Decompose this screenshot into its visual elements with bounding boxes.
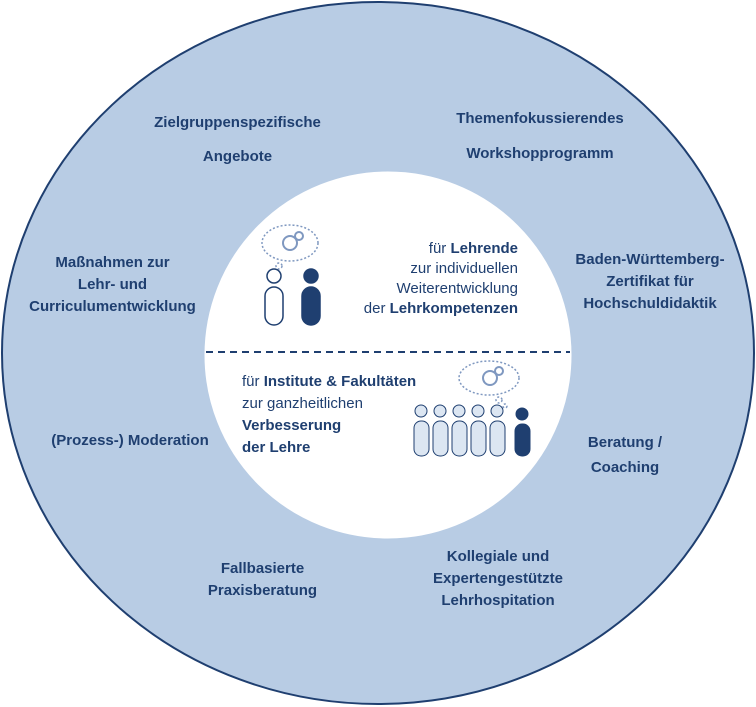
label-line: Zielgruppenspezifische: [154, 114, 321, 131]
offer-case-based-consulting: Fallbasierte Praxisberatung: [180, 558, 345, 602]
offer-target-group: Zielgruppenspezifische Angebote: [140, 112, 335, 168]
label-line: Lehr- und: [77, 276, 148, 293]
offer-certificate: Baden-Württemberg- Zertifikat für Hochsc…: [556, 249, 744, 315]
goal-improvement: Verbesserung: [242, 417, 342, 434]
inner-line: für Lehrende: [335, 239, 518, 259]
inner-line: Verbesserung: [242, 416, 452, 436]
inner-line: zur individuellen: [410, 260, 518, 277]
inner-top-text: für Lehrende zur individuellen Weiterent…: [335, 239, 518, 319]
thought-bubble-icon-group: [458, 360, 520, 409]
label-line: (Prozess-) Moderation: [51, 432, 209, 449]
label-line: Coaching: [590, 459, 660, 476]
goal-teaching: der Lehre: [242, 439, 311, 456]
offer-coaching: Beratung / Coaching: [570, 432, 680, 479]
label-line: Beratung /: [587, 434, 663, 451]
inner-prefix: für: [242, 373, 264, 390]
person-filled-icon: [301, 268, 321, 326]
audience-institutes: Institute & Fakultäten: [263, 373, 417, 390]
gears-icon-group: [482, 366, 504, 386]
label-line: Expertengestützte: [432, 570, 564, 587]
offer-teaching-observation: Kollegiale und Expertengestützte Lehrhos…: [408, 546, 588, 612]
label-line: Fallbasierte: [220, 560, 305, 577]
label-line: Kollegiale und: [446, 548, 550, 565]
offer-moderation: (Prozess-) Moderation: [30, 430, 230, 452]
inner-line: für Institute & Fakultäten: [242, 372, 452, 392]
inner-circle: [204, 171, 572, 539]
label-line: Workshopprogramm: [466, 145, 614, 162]
inner-bottom-text: für Institute & Fakultäten zur ganzheitl…: [242, 372, 452, 458]
label-line: Praxisberatung: [207, 582, 318, 599]
person-outline-icon: [264, 268, 284, 326]
inner-line: zur ganzheitlichen: [242, 395, 363, 412]
label-line: Zertifikat für: [606, 273, 694, 290]
label-line: Lehrhospitation: [441, 592, 555, 609]
label-line: Hochschuldidaktik: [583, 295, 717, 312]
gears-icon: [282, 231, 304, 251]
label-line: Curriculumentwicklung: [29, 298, 196, 315]
inner-line: der Lehrkompetenzen: [335, 299, 518, 319]
offer-workshop-program: Themenfokussierendes Workshopprogramm: [435, 108, 645, 165]
inner-prefix: für: [428, 240, 451, 257]
label-line: Maßnahmen zur: [55, 254, 170, 271]
group-people-icon: [413, 404, 531, 457]
audience-teachers: Lehrende: [450, 240, 518, 257]
inner-line: Weiterentwicklung: [396, 280, 518, 297]
inner-prefix: der: [363, 300, 390, 317]
offer-curriculum-development: Maßnahmen zur Lehr- und Curriculumentwic…: [10, 252, 215, 318]
inner-line: der Lehre: [242, 438, 452, 458]
label-line: Angebote: [202, 148, 273, 165]
label-line: Baden-Württemberg-: [575, 251, 725, 268]
goal-teaching-competencies: Lehrkompetenzen: [389, 300, 518, 317]
label-line: Themenfokussierendes: [456, 110, 624, 127]
